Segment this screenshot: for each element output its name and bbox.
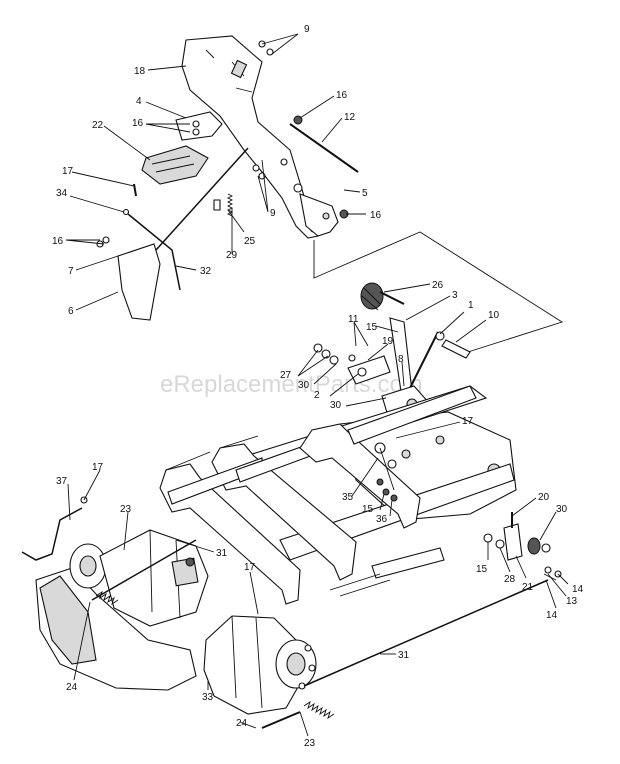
main-frame — [159, 385, 517, 605]
callout-5: 5 — [362, 188, 368, 199]
callout-13: 13 — [566, 596, 578, 607]
callout-16-top-right: 16 — [336, 90, 348, 101]
callout-37: 37 — [56, 476, 68, 487]
callout-36: 36 — [376, 514, 388, 525]
callout-17-lower: 17 — [244, 562, 256, 573]
callout-9-top: 9 — [304, 24, 310, 35]
leader-lines — [65, 33, 569, 737]
callout-31-upper: 31 — [216, 548, 228, 559]
right-transaxle-assembly — [203, 579, 549, 729]
callout-19: 19 — [382, 336, 394, 347]
callout-14-lower: 14 — [546, 610, 558, 621]
left-transaxle-assembly — [21, 496, 209, 691]
callout-23-left: 23 — [120, 504, 132, 515]
callout-23-lower: 23 — [304, 738, 316, 749]
callout-28: 28 — [504, 574, 516, 585]
linkage-rod — [127, 213, 181, 291]
callout-11: 11 — [348, 314, 359, 325]
callout-2: 2 — [314, 390, 320, 401]
callout-12: 12 — [344, 112, 356, 123]
callout-16-lower-left: 16 — [52, 236, 64, 247]
callout-18: 18 — [134, 66, 146, 77]
brake-arm — [175, 111, 223, 141]
callout-15-right: 15 — [476, 564, 488, 575]
callout-17-upper: 17 — [62, 166, 74, 177]
callout-7: 7 — [68, 266, 74, 277]
callout-10: 10 — [488, 310, 500, 321]
front-arch-left — [159, 463, 301, 605]
callout-15-frame: 15 — [362, 504, 374, 515]
callout-35: 35 — [342, 492, 354, 503]
transaxle-housing — [99, 529, 209, 627]
callout-29: 29 — [226, 250, 238, 261]
callout-14-right: 14 — [572, 584, 584, 595]
callout-32: 32 — [200, 266, 212, 277]
callout-30-mid: 30 — [330, 400, 342, 411]
callout-20: 20 — [538, 492, 550, 503]
transaxle-housing-right — [203, 615, 303, 715]
callout-17-frame: 17 — [462, 416, 474, 427]
callout-33: 33 — [202, 692, 214, 703]
callout-31-lower: 31 — [398, 650, 410, 661]
rear-arch — [299, 423, 421, 529]
control-rod — [303, 579, 549, 687]
callout-22: 22 — [92, 120, 104, 131]
callout-24-lower: 24 — [236, 718, 248, 729]
callout-25: 25 — [244, 236, 256, 247]
callout-labels: 9 18 4 16 22 16 12 17 34 5 16 9 16 25 29… — [52, 24, 584, 749]
callout-27: 27 — [280, 370, 292, 381]
mounting-bracket-plate — [181, 35, 327, 239]
callout-21: 21 — [522, 582, 534, 593]
callout-16-left: 16 — [132, 118, 144, 129]
lower-bracket — [117, 243, 161, 321]
callout-34: 34 — [56, 188, 68, 199]
callout-16-right: 16 — [370, 210, 382, 221]
callout-15-upper: 15 — [366, 322, 378, 333]
linkage-rod-2 — [155, 147, 249, 251]
callout-8: 8 — [398, 354, 404, 365]
callout-9-mid: 9 — [270, 208, 276, 219]
right-linkage-hardware — [483, 512, 562, 581]
upper-bracket-assembly — [96, 35, 359, 321]
callout-4: 4 — [136, 96, 142, 107]
linkage-37 — [21, 507, 83, 561]
axle-tube — [347, 385, 477, 445]
long-rod — [289, 123, 359, 173]
callout-1: 1 — [468, 300, 474, 311]
callout-3: 3 — [452, 290, 458, 301]
callout-26: 26 — [432, 280, 444, 291]
callout-30-right: 30 — [556, 504, 568, 515]
side-plate — [299, 193, 339, 237]
watermark: eReplacementParts.com — [160, 371, 423, 398]
spring-lower — [303, 700, 335, 720]
pedal-pad — [141, 145, 209, 185]
callout-30-left: 30 — [298, 380, 310, 391]
callout-24-left: 24 — [66, 682, 78, 693]
callout-17-left: 17 — [92, 462, 104, 473]
reference-line — [313, 231, 564, 353]
callout-6: 6 — [68, 306, 74, 317]
spring — [226, 193, 234, 217]
